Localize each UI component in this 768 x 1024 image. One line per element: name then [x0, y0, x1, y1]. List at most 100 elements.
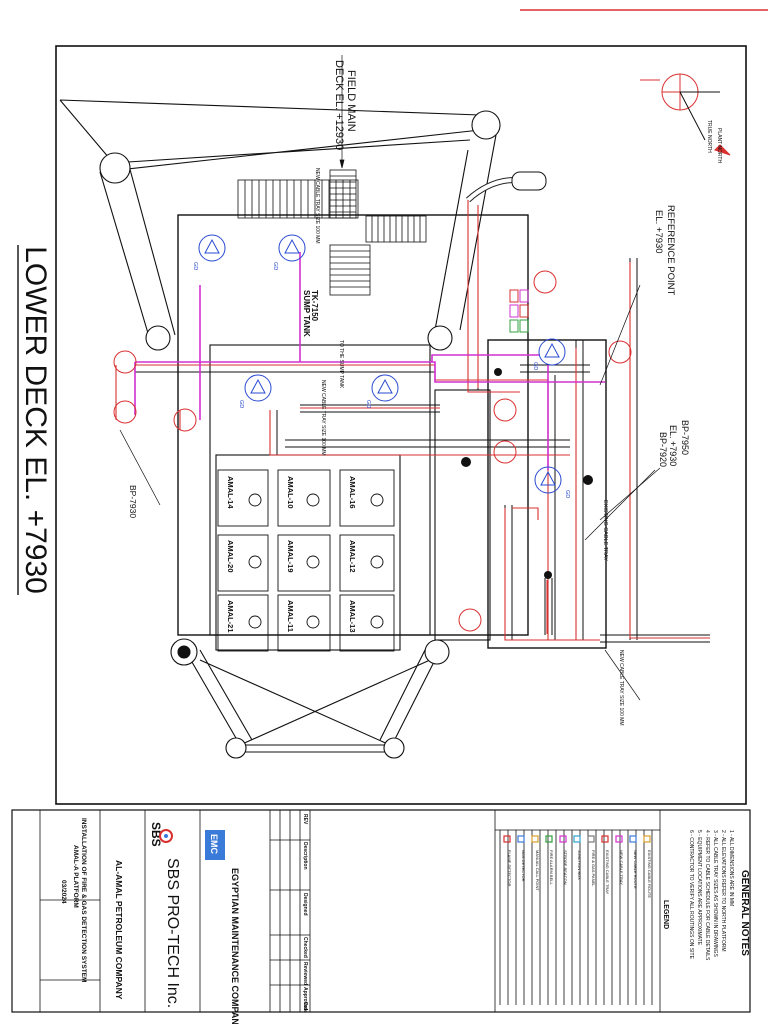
- svg-text:GD: GD: [365, 400, 371, 408]
- emc-abbr: EMC: [209, 834, 219, 855]
- well-slots: [217, 469, 395, 652]
- reference-point-label: REFERENCE POINT: [665, 205, 676, 295]
- gas-detector: [534, 466, 562, 494]
- reference-el-label: EL. +7930: [653, 210, 664, 254]
- svg-text:REV: REV: [302, 814, 308, 825]
- bp-7930-label: BP-7930: [128, 485, 138, 518]
- svg-text:GD: GD: [238, 400, 244, 408]
- legend-item: GAS DETECTOR: [521, 850, 526, 882]
- note-item: 4 - REFER TO CABLE SCHEDULE FOR CABLE DE…: [704, 830, 710, 961]
- client-name: AL-AMAL PETROLEUM COMPANY: [114, 860, 124, 1000]
- leader-lines: [119, 55, 661, 701]
- legend-item: FIRE & GAS PANEL: [591, 850, 596, 887]
- legend-swatch: [573, 835, 581, 843]
- gas-detector: [198, 234, 226, 262]
- flame-detector: [493, 440, 517, 464]
- title-block: [39, 810, 661, 1012]
- legend-item: NEW CABLE ROUTE: [633, 850, 638, 889]
- legend-swatch: [517, 835, 525, 843]
- svg-text:Reviewed: Reviewed: [302, 962, 308, 985]
- svg-text:Designed: Designed: [302, 893, 308, 916]
- svg-text:GD: GD: [192, 262, 198, 270]
- note-item: 2 - ALL ELEVATIONS REFER TO NORTH PLATFO…: [720, 830, 726, 952]
- project-name: INSTALLATION OF FIRE & GAS DETECTION SYS…: [80, 818, 87, 982]
- flame-detector: [533, 270, 557, 294]
- junction-boxes: [461, 289, 593, 579]
- plant-north-label: PLANT NORTH: [716, 128, 722, 163]
- legend-item: FIRE ALARM BELL: [549, 850, 554, 885]
- svg-text:Description: Description: [302, 842, 308, 870]
- gas-detector: [244, 374, 272, 402]
- svg-text:LOWER DECK EL. +7930: LOWER DECK EL. +7930: [19, 246, 52, 594]
- note-item: 6 - CONTRACTOR TO VERIFY ALL ROUTINGS ON…: [688, 830, 694, 960]
- legend-item: JUNCTION BOX: [577, 850, 582, 880]
- gas-detector: [538, 338, 566, 366]
- svg-text:Checked: Checked: [302, 937, 308, 958]
- flame-detector: [608, 340, 632, 364]
- bp-el-label: EL. +7930: [668, 425, 678, 466]
- legend-swatch: [503, 835, 511, 843]
- well-labels: AMAL-14 AMAL-10 AMAL-16 AMAL-12 AMAL-19 …: [226, 476, 357, 633]
- revision-headers: REV Description Designed Checked Reviewe…: [302, 814, 308, 1013]
- svg-text:GD: GD: [564, 490, 570, 498]
- field-main-label: FIELD MAIN: [345, 70, 357, 132]
- general-notes: GENERAL NOTES LEGEND 1 - ALL DIMENSIONS …: [662, 830, 750, 961]
- cable-tray-label-3: NEW CABLE TRAY SIZE 100 MM: [618, 650, 624, 726]
- flame-detector: [173, 408, 197, 432]
- consultant-name: EGYPTIAN MAINTENANCE COMPANY: [230, 868, 240, 1024]
- legend-item: FLAME DETECTOR: [507, 850, 512, 886]
- legend-text: FLAME DETECTOR GAS DETECTOR MANUAL CALL PO…: [507, 850, 652, 898]
- legend-item: STROBE BEACON: [563, 850, 568, 885]
- flame-detector: [113, 350, 137, 374]
- existing-tray-label: EXISTING CABLE TRAY: [602, 500, 608, 561]
- gas-detector: [278, 234, 306, 262]
- gas-detectors: [198, 234, 566, 494]
- legend-item: NEW CABLE TRAY: [619, 850, 624, 885]
- sump-tank-sub: SUMP TANK: [302, 290, 311, 337]
- svg-text:GD: GD: [532, 362, 538, 370]
- legend-swatch: [643, 835, 651, 843]
- cable-tray-label-1: NEW CABLE TRAY SIZE 100 MM: [314, 168, 320, 244]
- well-label: AMAL-16: [348, 476, 357, 509]
- to-sump-label: TO THE SUMP TANK: [338, 340, 344, 389]
- true-north-label: TRUE NORTH: [706, 120, 712, 153]
- flame-detectors: [113, 270, 632, 632]
- location-name: AMAL-A PLATFORM: [72, 845, 79, 908]
- legend-swatch: [601, 835, 609, 843]
- legend-item: EXISTING CABLE TRAY: [605, 850, 610, 895]
- bp-7950-label: BP-7950: [680, 420, 690, 455]
- legend-swatch: [531, 835, 539, 843]
- detector-tags: GD GD GD GD GD GD: [192, 262, 570, 498]
- flame-detector: [493, 398, 517, 422]
- sheet-frame: [55, 45, 747, 805]
- legend-swatch: [545, 835, 553, 843]
- svg-text:GD: GD: [272, 262, 278, 270]
- well-label: AMAL-12: [348, 540, 357, 573]
- well-label: AMAL-19: [286, 540, 295, 573]
- svg-text:Approved: Approved: [302, 987, 308, 1010]
- cable-tray-label-2: NEW CABLE TRAY SIZE 100 MM: [320, 380, 326, 456]
- platform-structure: [59, 99, 607, 759]
- legend-item: EXISTING CABLE ROUTE: [647, 850, 652, 898]
- svg-text:Date: Date: [302, 1002, 308, 1013]
- legend-swatch: [559, 835, 567, 843]
- well-label: AMAL-13: [348, 600, 357, 633]
- new-cable-tray-magenta: [134, 252, 605, 470]
- well-label: AMAL-21: [226, 600, 235, 633]
- well-label: AMAL-20: [226, 540, 235, 573]
- well-label: AMAL-10: [286, 476, 295, 509]
- well-label: AMAL-11: [286, 600, 295, 632]
- legend-heading: LEGEND: [662, 900, 669, 929]
- sump-tank-label: TK-7150: [310, 290, 319, 322]
- deck-el-label: DECK EL. +12930: [333, 60, 345, 150]
- legend-item: MANUAL CALL POINT: [535, 850, 540, 891]
- company-block: EMC EGYPTIAN MAINTENANCE COMPANY SBS SBS…: [60, 818, 240, 1024]
- bp-7920-label: BP-7920: [658, 432, 668, 467]
- well-label: AMAL-14: [226, 476, 235, 509]
- gas-detector: [371, 374, 399, 402]
- flame-detector: [113, 400, 137, 424]
- note-item: 1 - ALL DIMENSIONS ARE IN MM: [728, 830, 734, 906]
- flame-detector: [458, 608, 482, 632]
- north-arrow: PLANT NORTH TRUE NORTH: [640, 73, 731, 163]
